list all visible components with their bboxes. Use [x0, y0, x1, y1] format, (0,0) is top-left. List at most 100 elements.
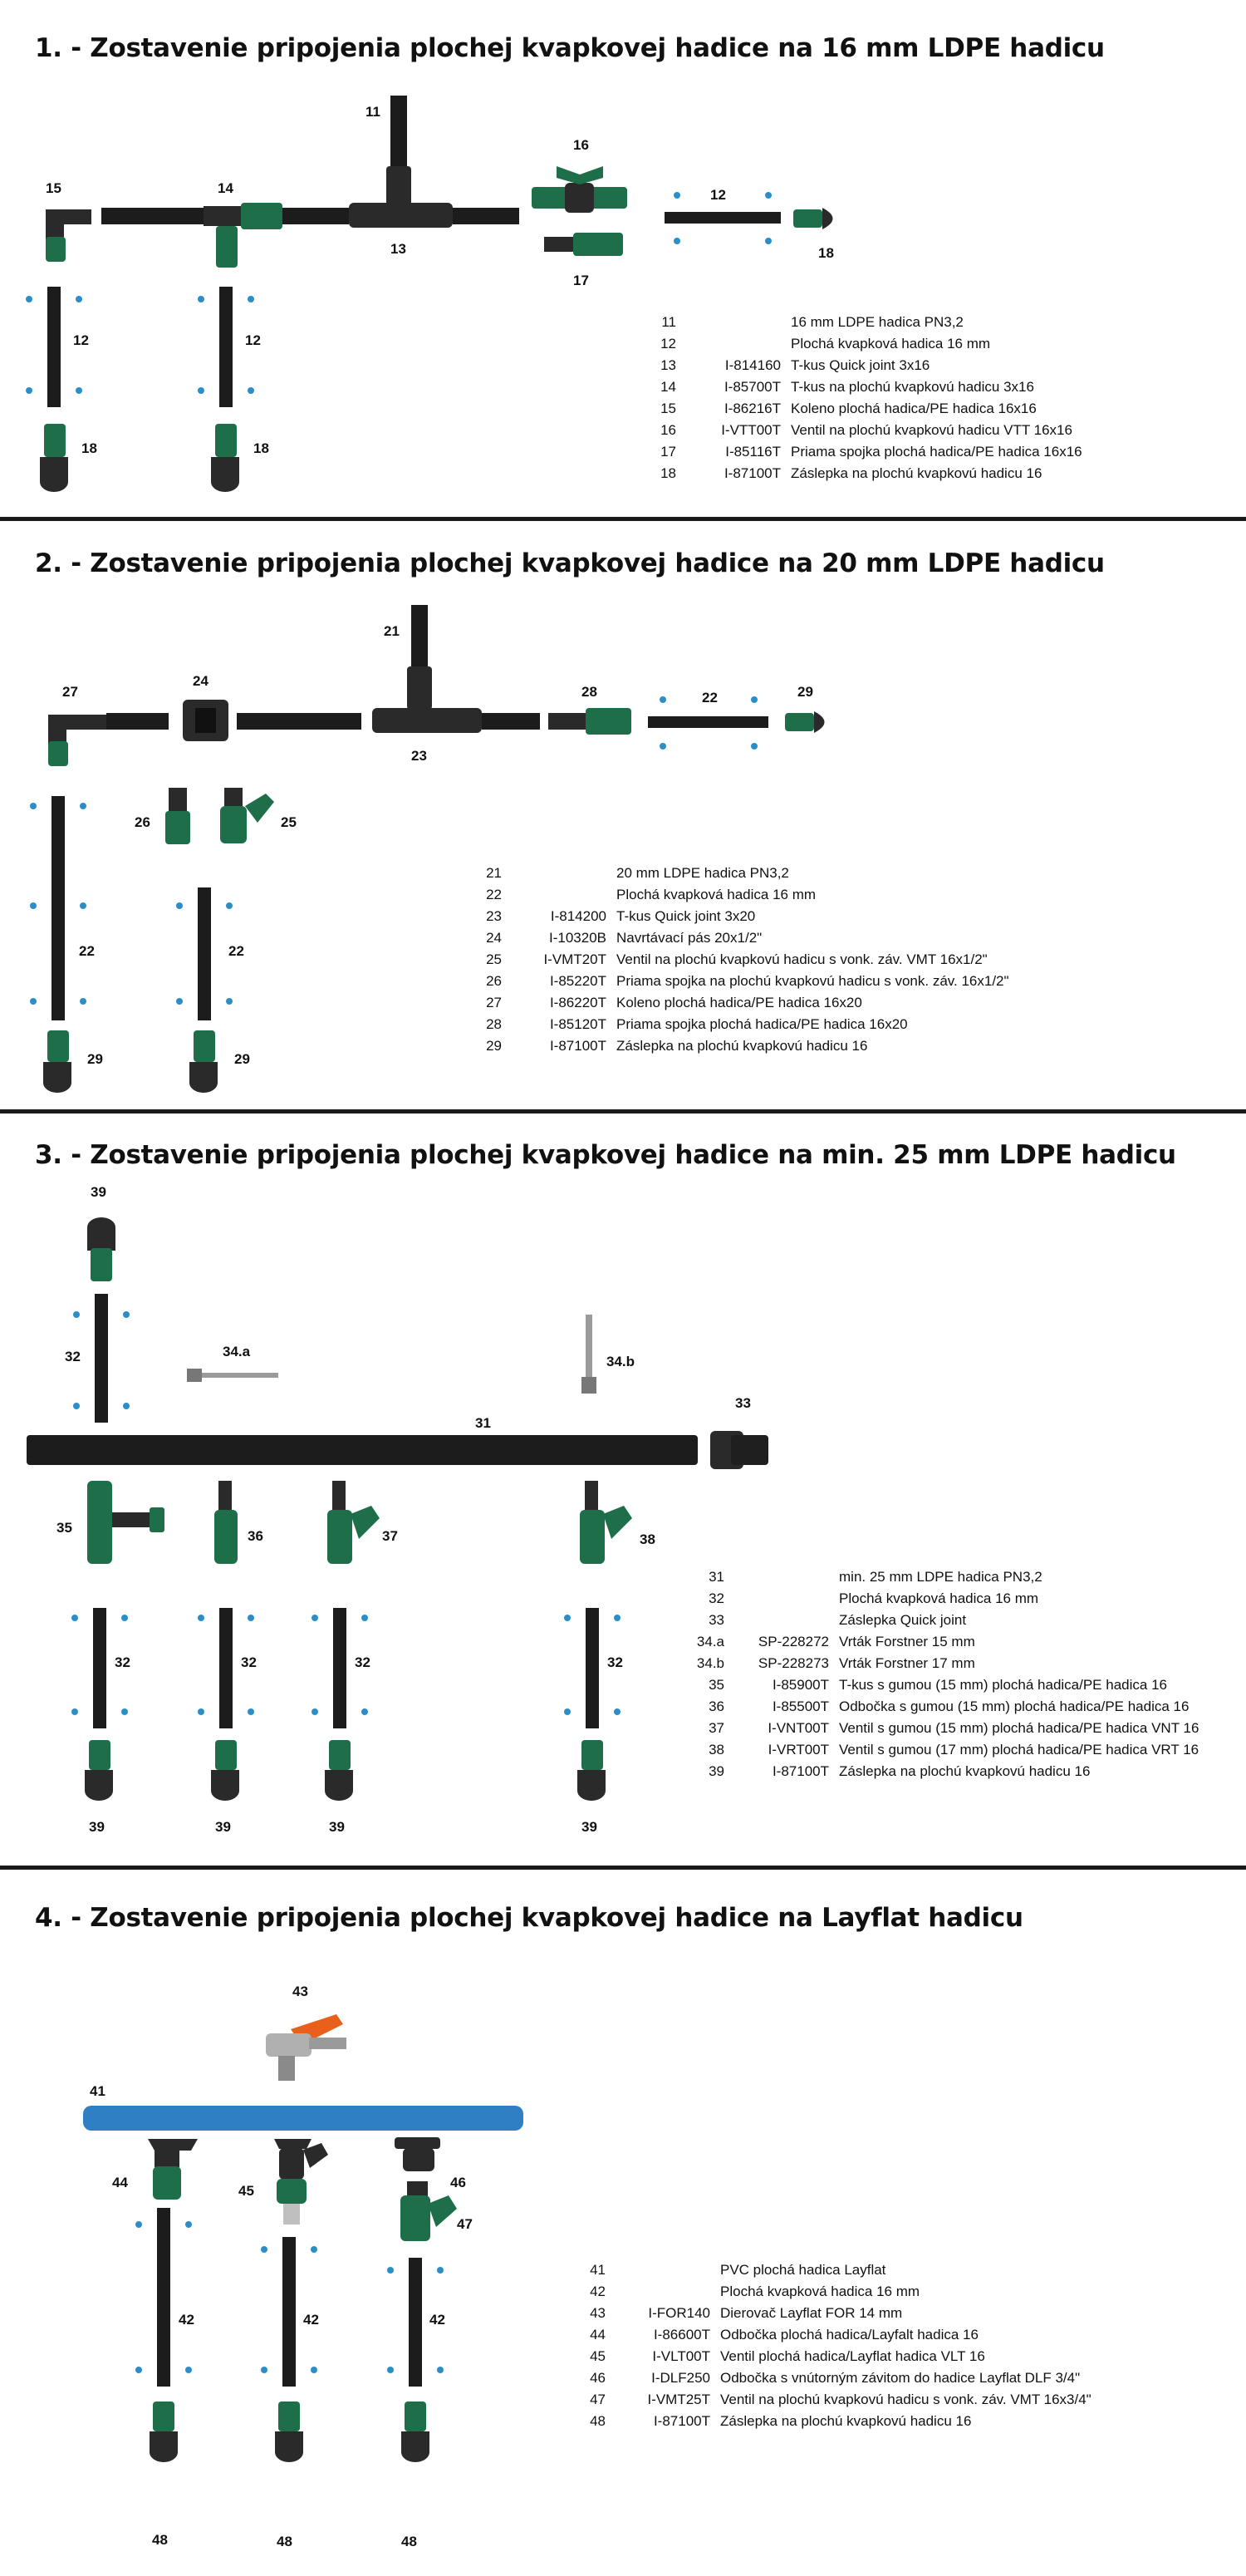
part-label: 42 — [179, 2312, 194, 2328]
valve-fitting-16 — [532, 166, 627, 213]
end-cap-18 — [40, 424, 68, 492]
part-label: 26 — [135, 814, 150, 830]
valve-fitting-37 — [327, 1481, 380, 1564]
part-label: 39 — [329, 1819, 345, 1835]
part-label: 17 — [573, 273, 589, 288]
end-cap-39 — [87, 1217, 115, 1281]
part-label: 12 — [73, 332, 89, 348]
valve-fitting-47 — [400, 2181, 457, 2241]
end-cap-39 — [325, 1740, 353, 1801]
section-title: 1. - Zostavenie pripojenia plochej kvapk… — [35, 33, 1105, 63]
section-title: 4. - Zostavenie pripojenia plochej kvapk… — [35, 1903, 1023, 1933]
part-label: 18 — [818, 245, 834, 261]
part-label: 16 — [573, 137, 589, 153]
layflat-puncher-43 — [266, 2014, 346, 2081]
elbow-fitting-27 — [48, 715, 106, 766]
forstner-drill-34a — [187, 1369, 278, 1382]
drip-tape-horizontal — [648, 716, 768, 728]
part-label: 48 — [401, 2534, 417, 2549]
ldpe-pipe-segment — [482, 713, 540, 730]
drip-tape-vertical — [409, 2258, 422, 2387]
part-label: 32 — [115, 1654, 130, 1670]
section-3-diagram: 31 32 32 32 32 32 33 34.a 34.b 35 36 37 … — [27, 1184, 768, 1835]
drip-tape-vertical — [586, 1608, 599, 1728]
part-label: 22 — [702, 690, 718, 705]
end-cap-18 — [211, 424, 239, 492]
part-label: 23 — [411, 748, 427, 764]
water-drops — [71, 1615, 621, 1715]
section-4: 4. - Zostavenie pripojenia plochej kvapk… — [0, 1871, 1246, 2576]
part-label: 18 — [81, 440, 97, 456]
drip-tape-vertical — [198, 887, 211, 1020]
drip-tape-vertical — [47, 287, 61, 407]
part-label: 12 — [245, 332, 261, 348]
drip-tape-vertical — [219, 1608, 233, 1728]
drip-tape-vertical — [157, 2208, 170, 2387]
part-label: 41 — [90, 2083, 105, 2099]
part-label: 39 — [581, 1819, 597, 1835]
part-label: 14 — [218, 180, 233, 196]
part-label: 39 — [89, 1819, 105, 1835]
ldpe-pipe-segment — [101, 208, 209, 224]
end-cap-39 — [211, 1740, 239, 1801]
part-label: 42 — [429, 2312, 445, 2328]
ldpe-pipe-vertical — [390, 96, 407, 166]
ldpe-pipe-segment — [282, 208, 349, 224]
part-label: 38 — [640, 1531, 655, 1547]
ldpe-pipe-segment — [237, 713, 361, 730]
section-divider — [0, 1866, 1246, 1870]
water-drops — [30, 803, 233, 1005]
part-label: 22 — [228, 943, 244, 959]
drip-tape-vertical — [52, 796, 65, 1020]
tee-quick-joint-13 — [349, 166, 453, 228]
quick-joint-cap-33 — [710, 1431, 768, 1469]
section-divider — [0, 1109, 1246, 1113]
section-2: 2. - Zostavenie pripojenia plochej kvapk… — [0, 524, 1246, 1113]
part-label: 44 — [112, 2175, 128, 2190]
elbow-fitting-15 — [46, 209, 91, 262]
end-cap-48 — [275, 2401, 303, 2462]
ldpe-pipe-main — [27, 1435, 698, 1465]
drip-tape-vertical — [282, 2237, 296, 2387]
water-drops — [73, 1311, 130, 1409]
drip-tape-vertical — [95, 1294, 108, 1423]
straight-connector-28 — [548, 708, 631, 735]
part-label: 21 — [384, 623, 400, 639]
ldpe-pipe-segment — [453, 208, 519, 224]
part-label: 22 — [79, 943, 95, 959]
drip-tape-vertical — [333, 1608, 346, 1728]
part-label: 47 — [457, 2216, 473, 2232]
end-cap-48 — [150, 2401, 178, 2462]
part-label: 15 — [46, 180, 61, 196]
valve-fitting-25 — [220, 788, 274, 843]
part-label: 28 — [581, 684, 597, 700]
part-label: 11 — [365, 104, 380, 120]
part-label: 32 — [355, 1654, 370, 1670]
part-label: 34.a — [223, 1344, 251, 1359]
part-label: 32 — [241, 1654, 257, 1670]
